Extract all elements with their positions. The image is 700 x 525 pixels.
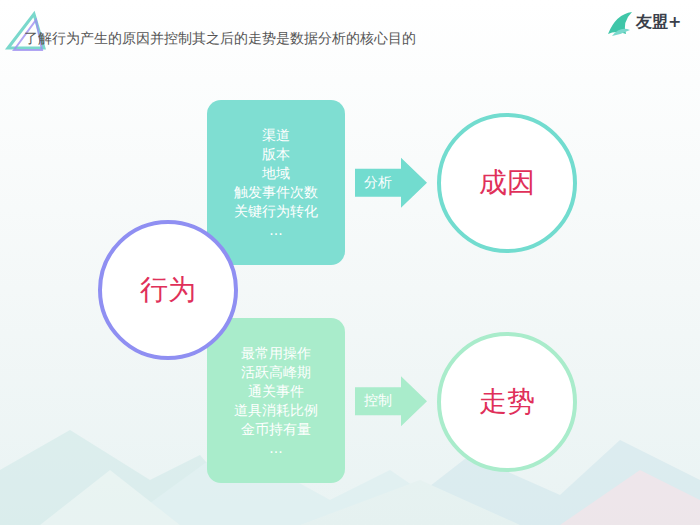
list-item: ... <box>269 221 282 240</box>
arrow-label: 控制 <box>364 392 392 410</box>
block-arrow <box>355 158 427 208</box>
list-item: ... <box>269 439 282 458</box>
list-item: 活跃高峰期 <box>241 363 311 382</box>
mountains <box>0 430 700 525</box>
list-item: 渠道 <box>262 126 290 145</box>
list-item: 最常用操作 <box>241 344 311 363</box>
metric-box: 最常用操作活跃高峰期通关事件道具消耗比例金币持有量... <box>207 318 345 483</box>
trend-circle: 走势 <box>437 332 577 472</box>
list-item: 触发事件次数 <box>234 183 318 202</box>
block-arrow <box>355 376 427 426</box>
circle-label: 成因 <box>479 166 535 200</box>
slide-title: 了解行为产生的原因并控制其之后的走势是数据分析的核心目的 <box>24 30 416 48</box>
list-item: 版本 <box>262 145 290 164</box>
brand-logo: 友盟+ <box>636 12 681 33</box>
list-item: 关键行为转化 <box>234 202 318 221</box>
circle-label: 走势 <box>479 385 535 419</box>
logo-icon <box>612 29 630 36</box>
arrow-label: 分析 <box>364 174 392 192</box>
list-item: 通关事件 <box>248 382 304 401</box>
factor-box: 渠道版本地域触发事件次数关键行为转化... <box>207 100 345 265</box>
circle-label: 行为 <box>140 273 196 307</box>
list-item: 地域 <box>262 164 290 183</box>
behavior-circle: 行为 <box>98 220 238 360</box>
cause-circle: 成因 <box>437 113 577 253</box>
list-item: 道具消耗比例 <box>234 401 318 420</box>
list-item: 金币持有量 <box>241 420 311 439</box>
